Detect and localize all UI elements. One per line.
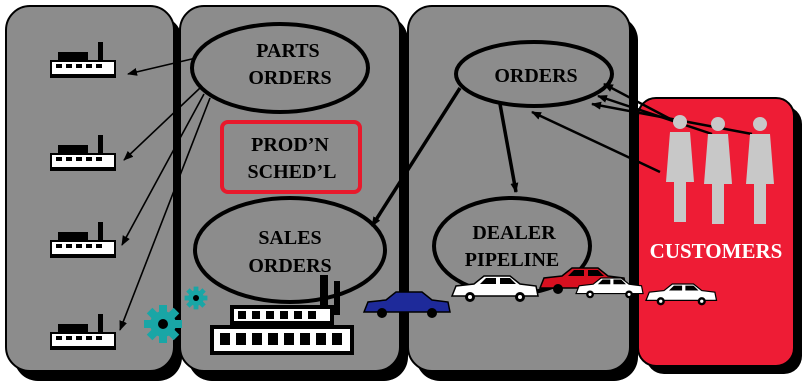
sales-orders-label-line2: ORDERS — [248, 255, 331, 277]
sales-orders-label-line1: SALES — [258, 227, 321, 249]
parts-orders-node: PARTS ORDERS — [190, 22, 370, 114]
dealer-pipeline-label-line1: DEALER — [472, 222, 556, 244]
sales-orders-node: SALES ORDERS — [193, 196, 387, 304]
prod-sched-label-line2: SCHED’L — [248, 161, 337, 183]
parts-order-arrows — [119, 57, 211, 331]
suppliers-panel — [5, 5, 182, 381]
orders-label: ORDERS — [494, 65, 577, 87]
customer-order-arrows — [531, 82, 753, 174]
dealer-pipeline-node: DEALER PIPELINE — [432, 196, 592, 296]
gear-icon-large — [144, 305, 182, 343]
parts-orders-label-line2: ORDERS — [248, 67, 331, 89]
gear-icon-small — [184, 286, 208, 310]
order-flow-arrows — [370, 87, 519, 227]
dealer-pipeline-label-line2: PIPELINE — [465, 249, 559, 271]
parts-orders-label-line1: PARTS — [256, 40, 319, 62]
large-factory-icon — [210, 275, 354, 355]
car-icon-blue — [362, 291, 451, 318]
orders-node: ORDERS — [454, 40, 614, 108]
customers-label: CUSTOMERS — [650, 239, 783, 263]
production-schedule-node: PROD’N SCHED’L — [220, 120, 362, 194]
prod-sched-label-line1: PROD’N — [251, 134, 329, 156]
